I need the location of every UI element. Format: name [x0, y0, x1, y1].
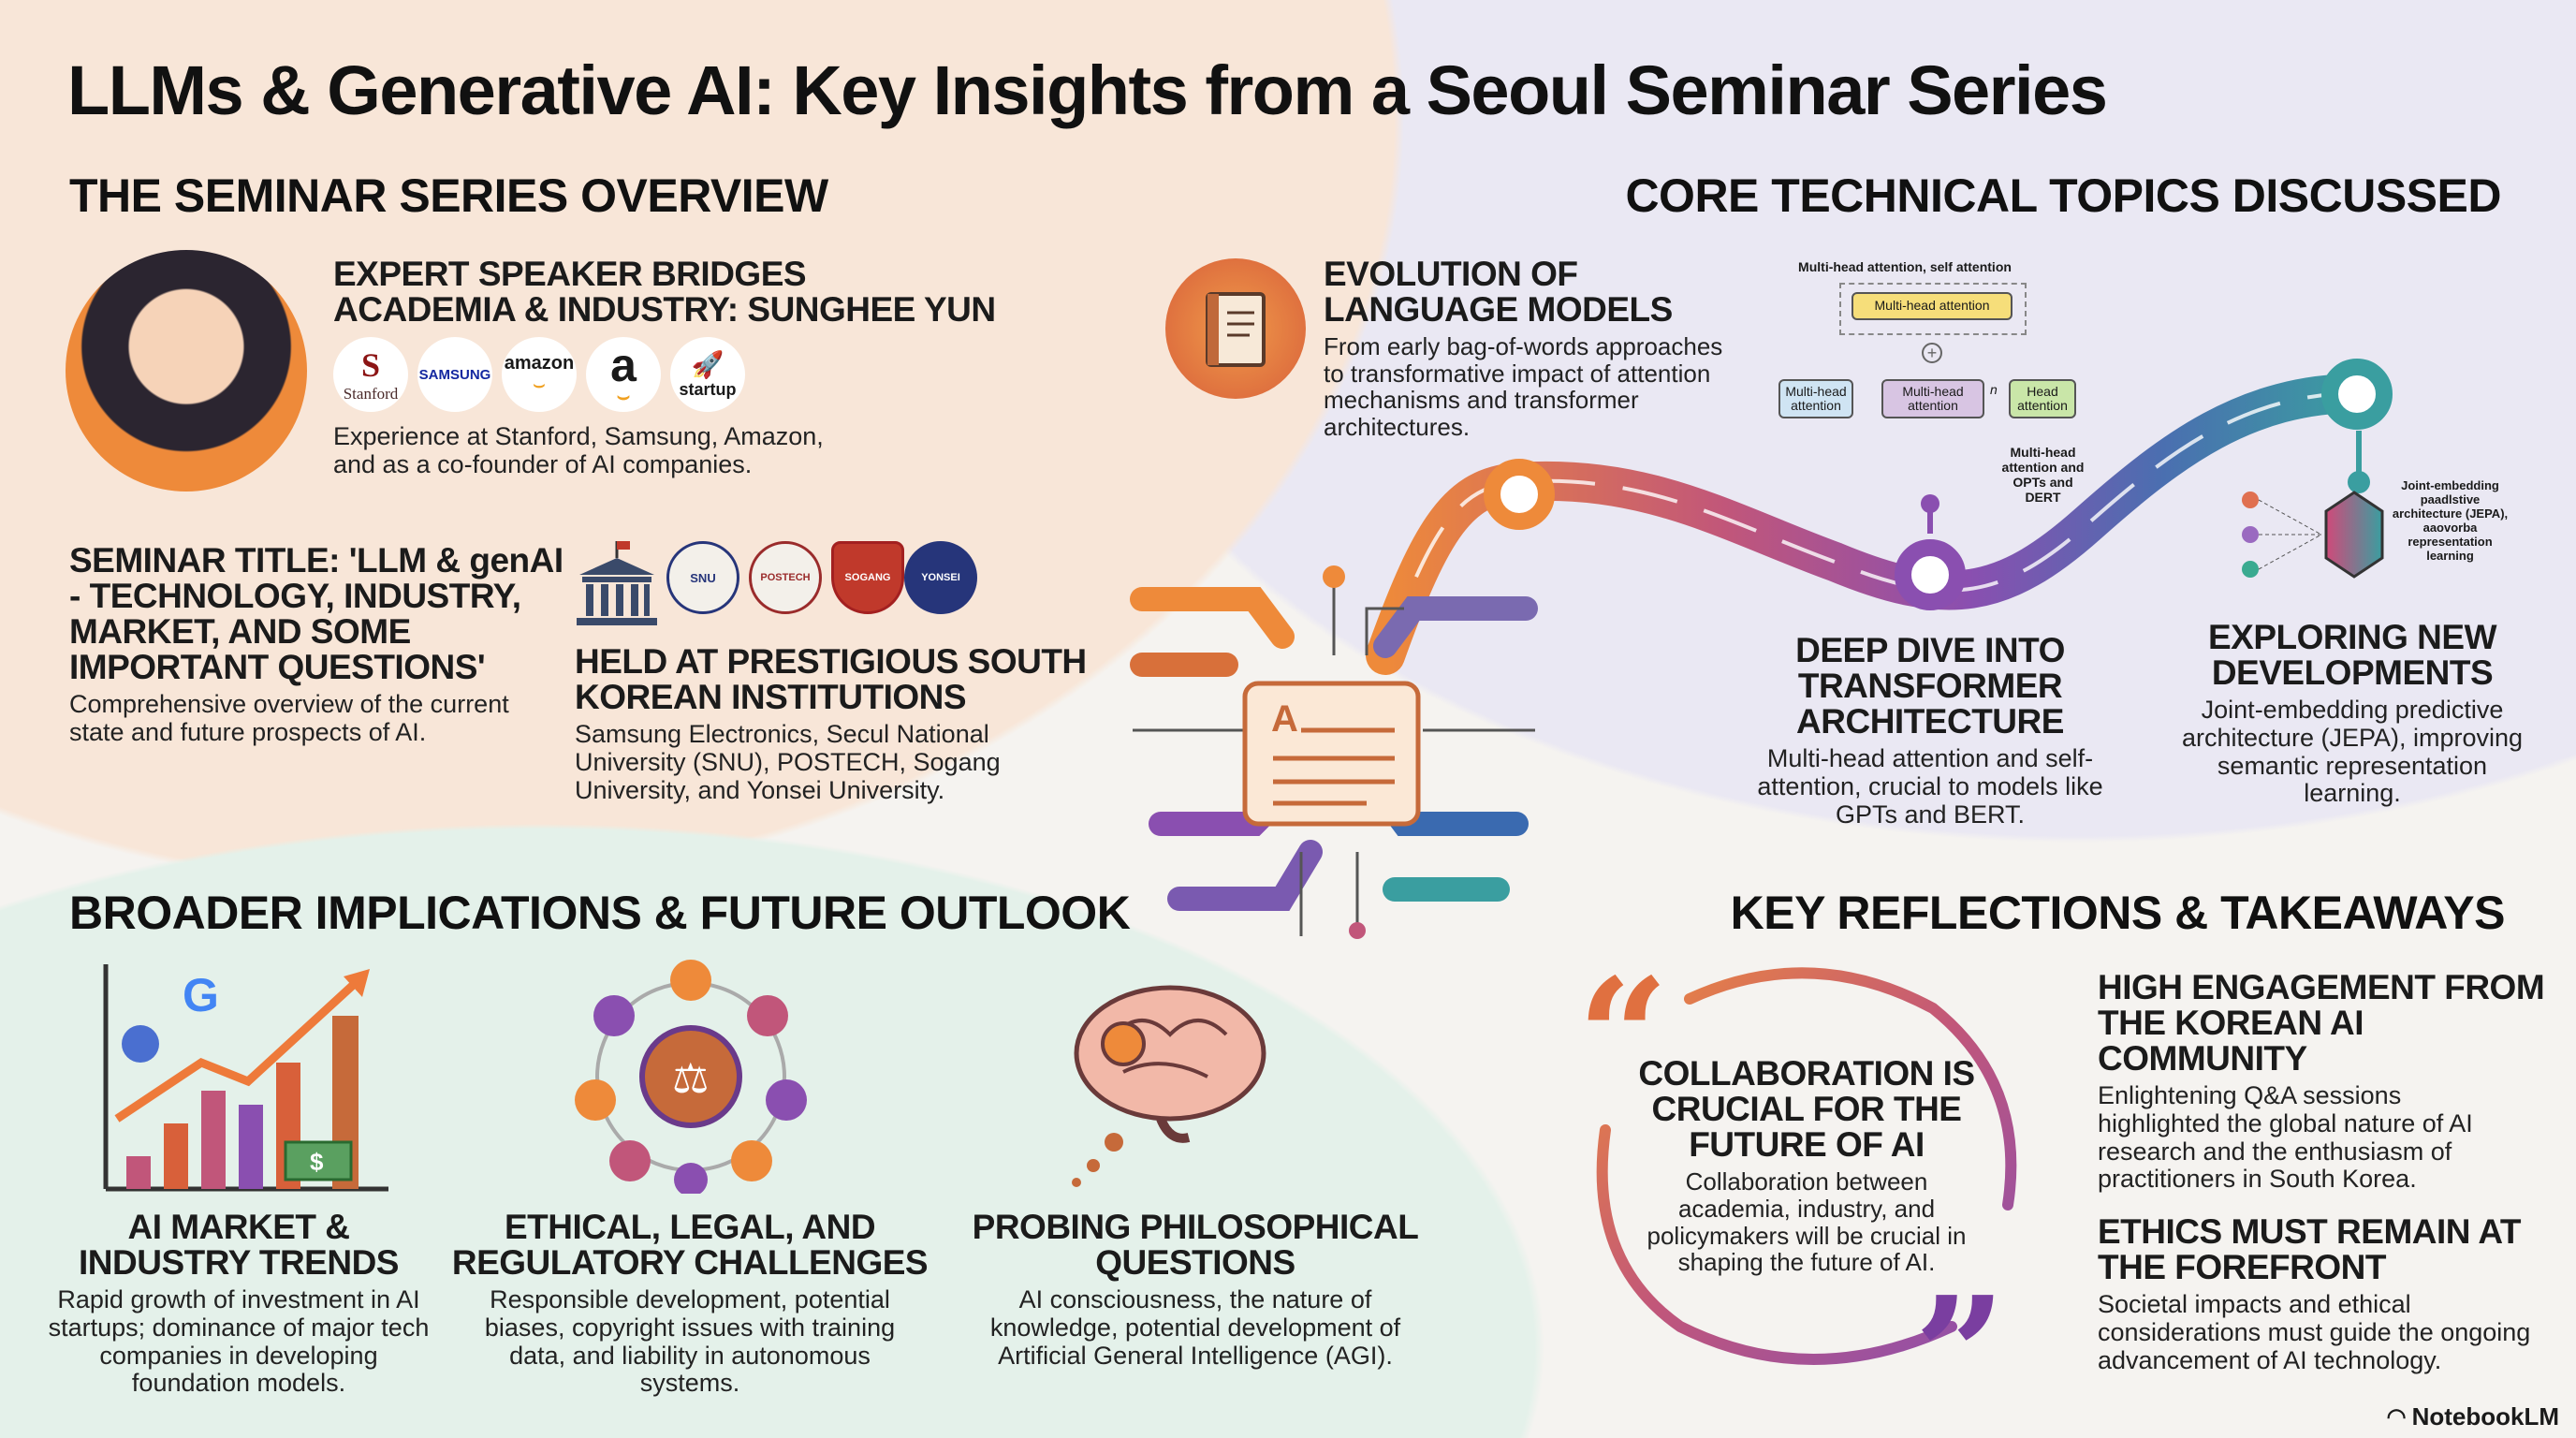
timeline-node-evolution: [1484, 459, 1555, 530]
new-developments-block: EXPLORING NEW DEVELOPMENTS Joint-embeddi…: [2146, 618, 2558, 808]
page-title: LLMs & Generative AI: Key Insights from …: [67, 51, 2108, 129]
seal-postech: POSTECH: [749, 541, 822, 614]
svg-text:G: G: [183, 969, 219, 1021]
seminar-title-text: Comprehensive overview of the current st…: [69, 690, 509, 747]
svg-text:“: “: [1577, 961, 1669, 1131]
logo-amazon-a-label: a: [610, 338, 637, 391]
collaboration-heading: COLLABORATION IS CRUCIAL FOR THE FUTURE …: [1638, 1054, 1975, 1165]
seal-yonsei: YONSEI: [904, 541, 977, 614]
new-developments-text: Joint-embedding predictive architecture …: [2181, 696, 2524, 808]
speaker-text-block: Experience at Stanford, Samsung, Amazon,…: [333, 418, 857, 478]
logo-amazon: amazon⌣: [502, 337, 577, 412]
logo-amazon-label: amazon: [504, 353, 575, 374]
seminar-title-block: SEMINAR TITLE: 'LLM & genAI - TECHNOLOGY…: [69, 541, 565, 747]
venue-text: Samsung Electronics, Secul National Univ…: [575, 720, 1001, 804]
diagram-caption: Multi-head attention and OPTs and DERT: [2001, 445, 2085, 506]
engagement-text: Enlightening Q&A sessions highlighted th…: [2098, 1081, 2473, 1194]
speaker-heading-line1: EXPERT SPEAKER BRIDGES: [333, 255, 807, 293]
section-heading-overview: THE SEMINAR SERIES OVERVIEW: [69, 169, 828, 222]
transformer-heading: DEEP DIVE INTO TRANSFORMER ARCHITECTURE: [1795, 631, 2065, 741]
notebooklm-logo-icon: ◠: [2386, 1404, 2407, 1430]
logo-stanford-label: Stanford: [343, 385, 399, 403]
ethical-text: Responsible development, potential biase…: [484, 1285, 896, 1398]
diagram-box-middle: Multi-head attention: [1881, 379, 1984, 418]
logo-amazon-a: a⌣: [586, 337, 661, 412]
jepa-caption: Joint-embedding paadlstive architecture …: [2392, 478, 2509, 563]
ai-chip-illustration: A: [1123, 543, 1544, 955]
diagram-box-top: Multi-head attention: [1852, 292, 2012, 320]
logo-samsung-label: SAMSUNG: [418, 366, 491, 383]
logo-startup-label: startup: [679, 380, 737, 399]
philosophical-heading: PROBING PHILOSOPHICAL QUESTIONS: [972, 1208, 1419, 1283]
section-heading-core: CORE TECHNICAL TOPICS DISCUSSED: [1625, 169, 2501, 222]
svg-text:$: $: [310, 1148, 324, 1176]
notebooklm-brand: ◠NotebookLM: [2387, 1402, 2559, 1431]
market-text: Rapid growth of investment in AI startup…: [48, 1285, 430, 1398]
market-block: AI MARKET & INDUSTRY TRENDS Rapid growth…: [37, 1208, 440, 1398]
diagram-box-right: Head attention: [2009, 379, 2076, 418]
government-building-icon: [575, 541, 659, 627]
diagram-dashed-frame: [1839, 283, 2027, 335]
seal-sogang: SOGANG: [831, 541, 904, 614]
ethics-network-icon: ⚖: [550, 960, 831, 1196]
logo-startup: 🚀startup: [670, 337, 745, 412]
rocket-icon: 🚀: [691, 350, 724, 379]
svg-text:⚖: ⚖: [672, 1055, 709, 1103]
section-heading-reflections: KEY REFLECTIONS & TAKEAWAYS: [1730, 887, 2506, 939]
engagement-heading: HIGH ENGAGEMENT FROM THE KOREAN AI COMMU…: [2098, 968, 2545, 1078]
philosophical-block: PROBING PHILOSOPHICAL QUESTIONS AI consc…: [943, 1208, 1448, 1370]
evolution-text: From early bag-of-words approaches to tr…: [1324, 332, 1723, 441]
collaboration-text: Collaboration between academia, industry…: [1647, 1167, 1967, 1277]
speaker-text: Experience at Stanford, Samsung, Amazon,…: [333, 422, 824, 478]
reflections-list: HIGH ENGAGEMENT FROM THE KOREAN AI COMMU…: [2098, 968, 2566, 1374]
ethical-heading: ETHICAL, LEGAL, AND REGULATORY CHALLENGE…: [451, 1208, 929, 1283]
new-developments-heading: EXPLORING NEW DEVELOPMENTS: [2207, 618, 2497, 693]
market-heading: AI MARKET & INDUSTRY TRENDS: [79, 1208, 399, 1283]
notebooklm-label: NotebookLM: [2411, 1402, 2559, 1431]
svg-text:”: ”: [1914, 1262, 2006, 1373]
philosophical-text: AI consciousness, the nature of knowledg…: [989, 1285, 1401, 1370]
timeline-node-transformer: [1895, 539, 1966, 610]
transformer-text: Multi-head attention and self-attention,…: [1757, 744, 2103, 829]
section-heading-implications: BROADER IMPLICATIONS & FUTURE OUTLOOK: [69, 887, 1131, 939]
seminar-title-heading: SEMINAR TITLE: 'LLM & genAI - TECHNOLOGY…: [69, 541, 564, 687]
ethics-heading: ETHICS MUST REMAIN AT THE FOREFRONT: [2098, 1212, 2521, 1287]
diagram-n-label: n: [1990, 382, 1998, 397]
diagram-box-left: Multi-head attention: [1778, 379, 1853, 418]
diagram-title: Multi-head attention, self attention: [1798, 259, 2012, 274]
jepa-icon: [2237, 483, 2387, 586]
collaboration-block: COLLABORATION IS CRUCIAL FOR THE FUTURE …: [1601, 1054, 2012, 1277]
evolution-heading: EVOLUTION OF LANGUAGE MODELS: [1324, 255, 1673, 330]
market-chart-icon: G$: [98, 960, 398, 1194]
book-icon: [1165, 258, 1306, 399]
speaker-heading-line2: ACADEMIA & INDUSTRY: SUNGHEE YUN: [333, 290, 996, 330]
seal-snu: SNU: [666, 541, 739, 614]
venue-block: HELD AT PRESTIGIOUS SOUTH KOREAN INSTITU…: [575, 642, 1099, 804]
chip-letter: A: [1271, 698, 1298, 740]
venue-heading: HELD AT PRESTIGIOUS SOUTH KOREAN INSTITU…: [575, 642, 1087, 717]
transformer-block: DEEP DIVE INTO TRANSFORMER ARCHITECTURE …: [1734, 631, 2127, 829]
evolution-block: EVOLUTION OF LANGUAGE MODELS From early …: [1324, 255, 1735, 441]
ethical-block: ETHICAL, LEGAL, AND REGULATORY CHALLENGE…: [446, 1208, 933, 1398]
speaker-portrait: [66, 250, 307, 492]
ethics-text: Societal impacts and ethical considerati…: [2098, 1290, 2531, 1374]
brain-thought-icon: [1048, 978, 1282, 1194]
diagram-add-icon: +: [1922, 343, 1942, 363]
timeline-node-new-developments: [2321, 359, 2393, 430]
logo-samsung: SAMSUNG: [417, 337, 492, 412]
